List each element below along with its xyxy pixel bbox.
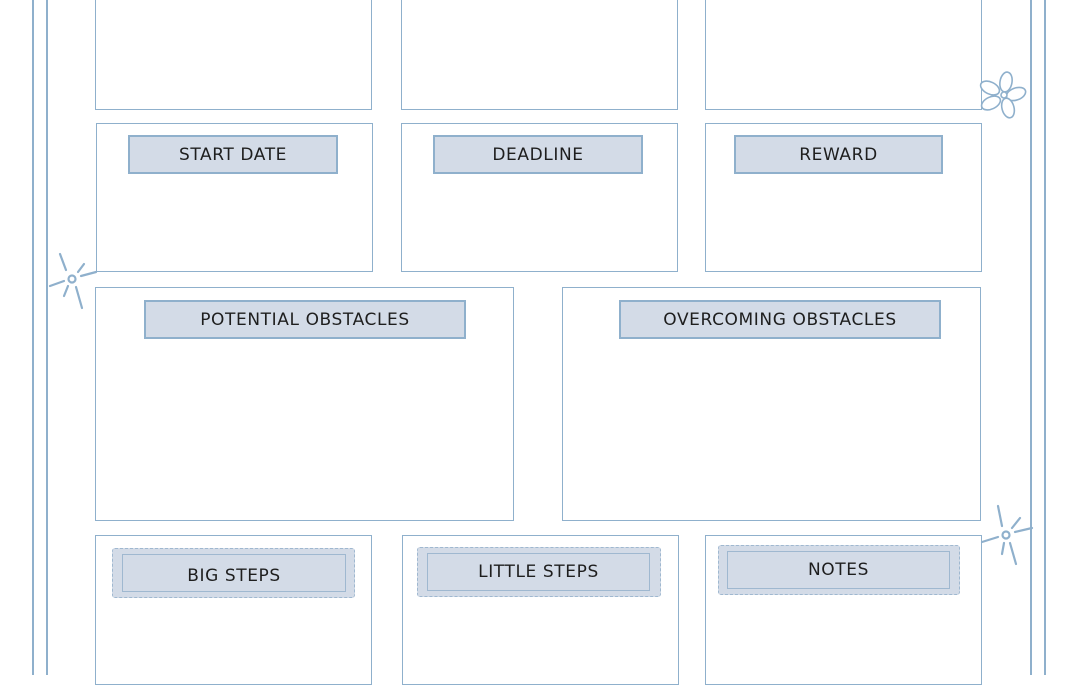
- flower-doodle-icon: [979, 71, 1027, 119]
- notes-tape: NOTES: [718, 545, 960, 595]
- big-steps-tape: BIG STEPS: [112, 548, 355, 598]
- page-border-left-inner: [46, 0, 48, 675]
- potential-obstacles-label: POTENTIAL OBSTACLES: [144, 300, 466, 339]
- little-steps-tape: LITTLE STEPS: [417, 547, 661, 597]
- page-border-right-inner: [1030, 0, 1032, 675]
- top-box-middle[interactable]: [401, 0, 678, 110]
- starburst-doodle-icon-2: [980, 504, 1034, 566]
- overcoming-obstacles-label: OVERCOMING OBSTACLES: [619, 300, 941, 339]
- page-border-right-outer: [1044, 0, 1046, 675]
- little-steps-label: LITTLE STEPS: [427, 553, 650, 591]
- top-box-right[interactable]: [705, 0, 982, 110]
- start-date-label: START DATE: [128, 135, 338, 174]
- notes-label: NOTES: [727, 551, 950, 589]
- page-border-left-outer: [32, 0, 34, 675]
- starburst-doodle-icon: [48, 252, 98, 310]
- reward-label: REWARD: [734, 135, 943, 174]
- big-steps-label: BIG STEPS: [122, 554, 346, 592]
- deadline-label: DEADLINE: [433, 135, 643, 174]
- top-box-left[interactable]: [95, 0, 372, 110]
